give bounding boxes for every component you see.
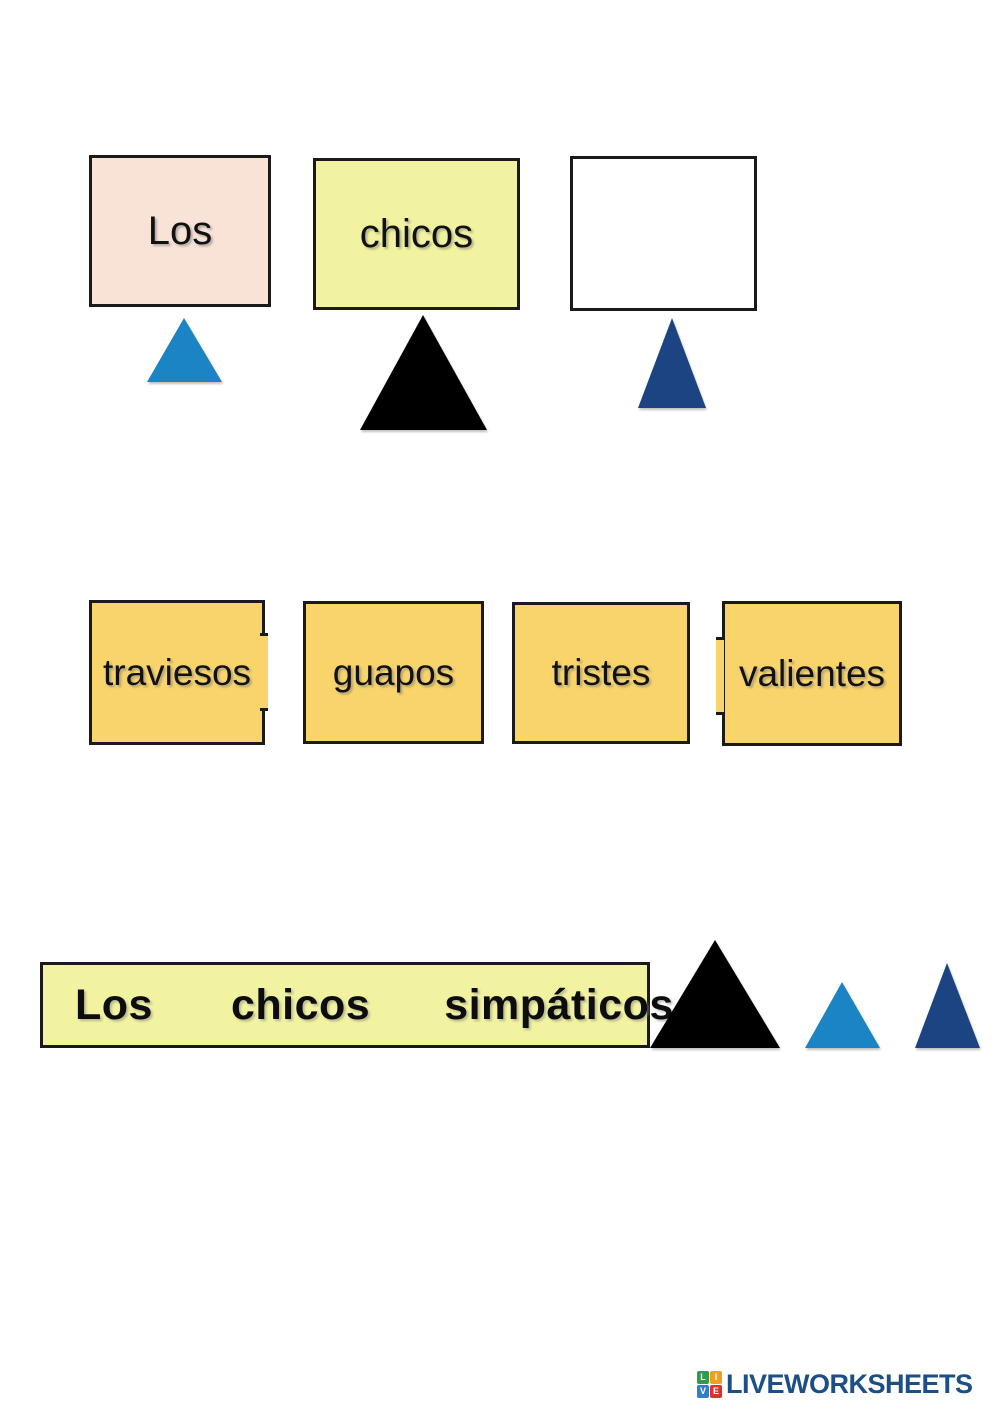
- black-triangle: [360, 315, 487, 430]
- word-box-empty-answer[interactable]: [570, 156, 757, 311]
- liveworksheets-wordmark: LIVEWORKSHEETS: [726, 1369, 973, 1399]
- logo-cell-v: V: [697, 1385, 709, 1398]
- light-blue-triangle: [147, 318, 222, 382]
- option-box-traviesos[interactable]: traviesos: [89, 600, 265, 745]
- navy-triangle: [915, 963, 980, 1048]
- option-box-valientes[interactable]: valientes: [722, 601, 902, 746]
- answer-sentence-strip[interactable]: Los chicos simpáticos: [40, 962, 673, 1048]
- logo-cell-l: L: [697, 1371, 709, 1384]
- liveworksheets-logo[interactable]: L I V E LIVEWORKSHEETS: [697, 1369, 973, 1400]
- sentence-word-simpaticos: simpáticos: [444, 980, 674, 1029]
- word-box-los[interactable]: Los: [89, 155, 271, 307]
- sentence-word-los: Los: [75, 980, 153, 1029]
- black-triangle: [650, 940, 780, 1048]
- option-box-valientes-notch: [716, 637, 724, 715]
- option-box-guapos[interactable]: guapos: [303, 601, 484, 744]
- option-box-traviesos-notch: [260, 633, 268, 711]
- option-box-tristes[interactable]: tristes: [512, 602, 690, 744]
- light-blue-triangle: [805, 982, 880, 1048]
- navy-triangle: [638, 318, 706, 408]
- sentence-word-chicos: chicos: [230, 980, 371, 1029]
- logo-cell-i: I: [710, 1371, 722, 1384]
- word-box-chicos[interactable]: chicos: [313, 158, 520, 310]
- logo-cell-e: E: [710, 1385, 722, 1398]
- liveworksheets-mark-icon: L I V E: [697, 1371, 722, 1398]
